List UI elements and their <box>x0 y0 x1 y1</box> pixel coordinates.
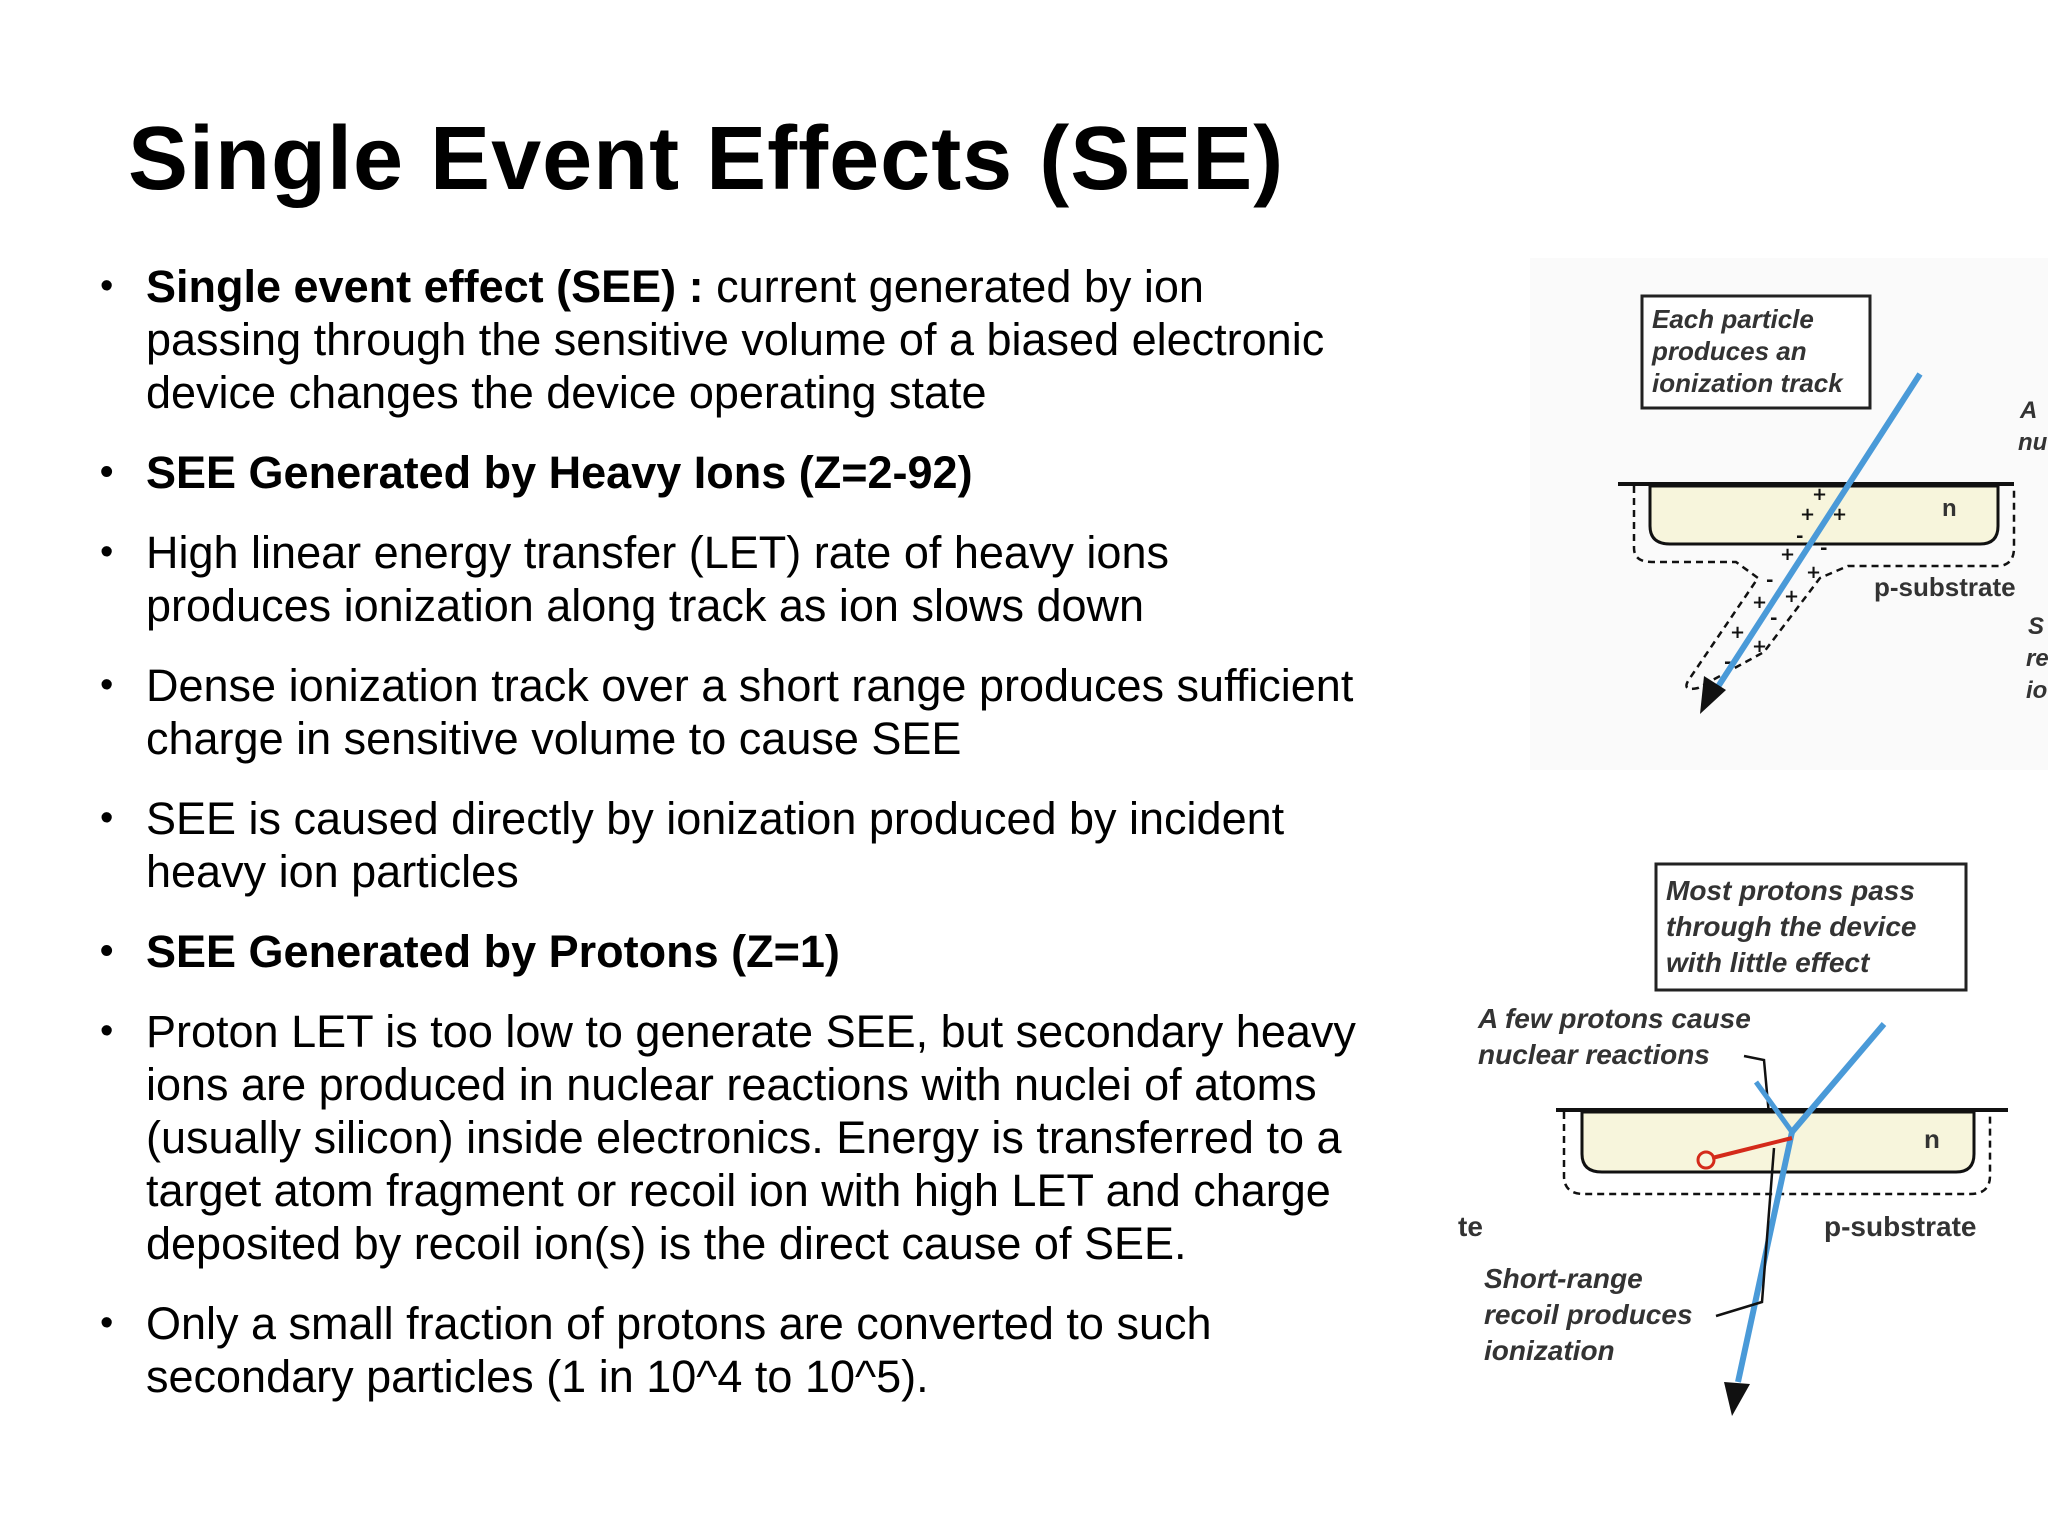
bullet-item: • Single event effect (SEE) : current gen… <box>92 260 1482 419</box>
bullet-text: charge in sensitive volume to cause SEE <box>146 713 962 764</box>
reaction-label: A few protons cause nuclear reactions <box>1477 1003 1774 1149</box>
svg-text:-: - <box>1766 570 1773 591</box>
svg-text:+: + <box>1806 562 1821 583</box>
bullet-text: Proton LET is too low to generate SEE, b… <box>146 1006 1356 1057</box>
substrate-label: p-substrate <box>1824 1211 1976 1242</box>
callout-line: Each particle <box>1652 304 1814 334</box>
svg-text:S: S <box>2028 613 2044 640</box>
bullet-bold-lead: SEE Generated by Protons (Z=1) <box>146 926 840 977</box>
svg-text:-: - <box>1796 526 1803 547</box>
svg-text:recoil produces: recoil produces <box>1484 1299 1693 1330</box>
bullet-dot: • <box>100 531 114 573</box>
bullet-dot: • <box>100 265 114 307</box>
bullet-dot: • <box>100 797 114 839</box>
bullet-list: • Single event effect (SEE) : current gen… <box>92 260 1482 1430</box>
bullet-text: heavy ion particles <box>146 846 519 897</box>
bullet-item: • Dense ionization track over a short ran… <box>92 659 1482 765</box>
recoil-ion <box>1696 1136 1793 1318</box>
callout-line: ionization track <box>1652 368 1844 398</box>
ion-track <box>1700 372 1923 714</box>
track-arrowhead <box>1724 1382 1750 1416</box>
svg-text:+: + <box>1812 484 1827 505</box>
callout-line: produces an <box>1651 336 1807 366</box>
slide-title: Single Event Effects (SEE) <box>128 109 1285 209</box>
charge-markers: +++ -- ++- ++- ++- <box>1724 484 1847 673</box>
bullet-item: • Only a small fraction of protons are co… <box>92 1297 1482 1403</box>
bullet-dot: • <box>100 1302 114 1344</box>
bullet-text: current generated by ion <box>703 261 1204 312</box>
svg-text:+: + <box>1730 622 1745 643</box>
callout-box: Each particle produces an ionization tra… <box>1640 294 1872 410</box>
depletion-boundary <box>1632 486 2016 691</box>
bullet-text: High linear energy transfer (LET) rate o… <box>146 527 1169 578</box>
svg-text:+: + <box>1752 592 1767 613</box>
recoil-label: Short-range recoil produces ionization <box>1484 1263 1693 1366</box>
svg-text:ionization: ionization <box>1484 1335 1615 1366</box>
heavy-ion-diagram: Each particle produces an ionization tra… <box>1530 258 2048 770</box>
svg-text:io: io <box>2026 677 2047 704</box>
callout-box: Most protons pass through the device wit… <box>1654 862 1968 992</box>
bullet-text: (usually silicon) inside electronics. En… <box>146 1112 1342 1163</box>
svg-text:nu: nu <box>2018 429 2048 456</box>
proton-diagram: Most protons pass through the device wit… <box>1456 842 2048 1430</box>
bullet-bold-lead: Single event effect (SEE) : <box>146 261 704 312</box>
bullet-item: • SEE is caused directly by ionization pr… <box>92 792 1482 898</box>
bullet-text: passing through the sensitive volume of … <box>146 314 1325 365</box>
bullet-text: SEE is caused directly by ionization pro… <box>146 793 1285 844</box>
callout-line: with little effect <box>1666 947 1871 978</box>
svg-text:Short-range: Short-range <box>1484 1263 1643 1294</box>
svg-text:+: + <box>1800 504 1815 525</box>
bullet-dot: • <box>100 451 114 493</box>
bullet-dot: • <box>100 664 114 706</box>
svg-text:-: - <box>1770 608 1777 629</box>
svg-text:+: + <box>1780 544 1795 565</box>
bullet-bold-lead: SEE Generated by Heavy Ions (Z=2-92) <box>146 447 973 498</box>
bullet-dot: • <box>100 1010 114 1052</box>
device-well: n p-substrate <box>1618 482 2016 691</box>
callout-line: Most protons pass <box>1666 875 1915 906</box>
bullet-item: • SEE Generated by Protons (Z=1) <box>92 925 1482 978</box>
bullet-text: produces ionization along track as ion s… <box>146 580 1145 631</box>
n-region-label: n <box>1924 1124 1940 1154</box>
svg-text:A few protons cause: A few protons cause <box>1477 1003 1751 1034</box>
cut-off-label: te <box>1458 1211 1483 1242</box>
svg-text:+: + <box>1752 636 1767 657</box>
bullet-text: device changes the device operating stat… <box>146 367 987 418</box>
n-region-label: n <box>1942 495 1957 522</box>
svg-text:-: - <box>1724 652 1731 673</box>
bullet-text: deposited by recoil ion(s) is the direct… <box>146 1218 1187 1269</box>
svg-text:+: + <box>1784 586 1799 607</box>
bullet-dot: • <box>100 930 114 972</box>
n-well <box>1648 484 2000 546</box>
substrate-label: p-substrate <box>1874 572 2016 602</box>
recoil-leader-line <box>1715 1147 1776 1318</box>
bullet-item: • SEE Generated by Heavy Ions (Z=2-92) <box>92 446 1482 499</box>
recoil-nucleus <box>1696 1150 1716 1170</box>
bullet-text: target atom fragment or recoil ion with … <box>146 1165 1331 1216</box>
bullet-item: • High linear energy transfer (LET) rate … <box>92 526 1482 632</box>
bullet-item: • Proton LET is too low to generate SEE, … <box>92 1005 1482 1270</box>
callout-line: through the device <box>1666 911 1916 942</box>
bullet-text: Only a small fraction of protons are con… <box>146 1298 1212 1349</box>
svg-text:nuclear reactions: nuclear reactions <box>1478 1039 1710 1070</box>
track-arrowhead <box>1700 676 1726 714</box>
cut-off-text: A nu S re io <box>2018 397 2048 704</box>
svg-text:-: - <box>1820 538 1827 559</box>
svg-text:re: re <box>2026 645 2048 672</box>
bullet-text: ions are produced in nuclear reactions w… <box>146 1059 1317 1110</box>
bullet-text: secondary particles (1 in 10^4 to 10^5). <box>146 1351 929 1402</box>
svg-text:A: A <box>2019 397 2037 424</box>
bullet-text: Dense ionization track over a short rang… <box>146 660 1354 711</box>
depletion-boundary <box>1562 1112 1992 1196</box>
